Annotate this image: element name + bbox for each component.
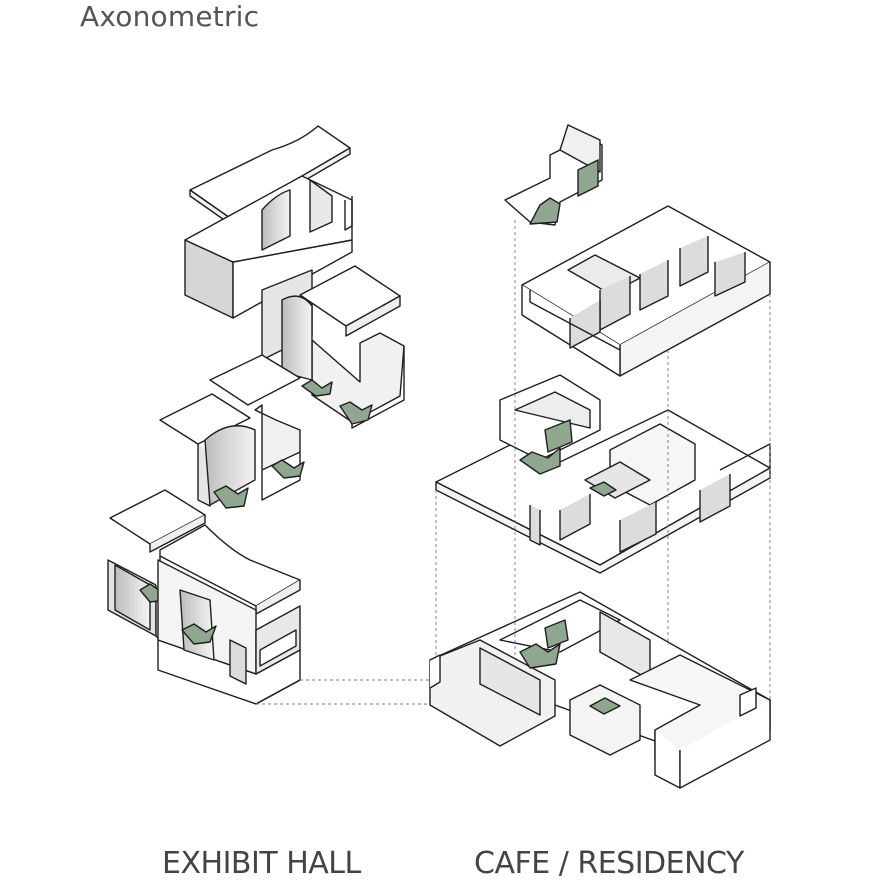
residency-stair-tower [504,124,603,226]
exhibit-hall-stack [107,125,405,705]
exhibit-mid-level-2 [159,354,305,509]
cafe-residency-stack [429,124,771,789]
residency-level-2 [435,374,771,574]
exhibit-hall-label: EXHIBIT HALL [162,846,361,881]
residency-level-1 [429,591,771,789]
residency-level-3 [521,205,771,377]
diagram-title: Axonometric [80,0,260,33]
cafe-residency-label: CAFE / RESIDENCY [474,846,744,881]
projection-lines [256,220,771,705]
exhibit-mid-level-1 [261,265,405,429]
exhibit-lower-level [107,489,301,705]
